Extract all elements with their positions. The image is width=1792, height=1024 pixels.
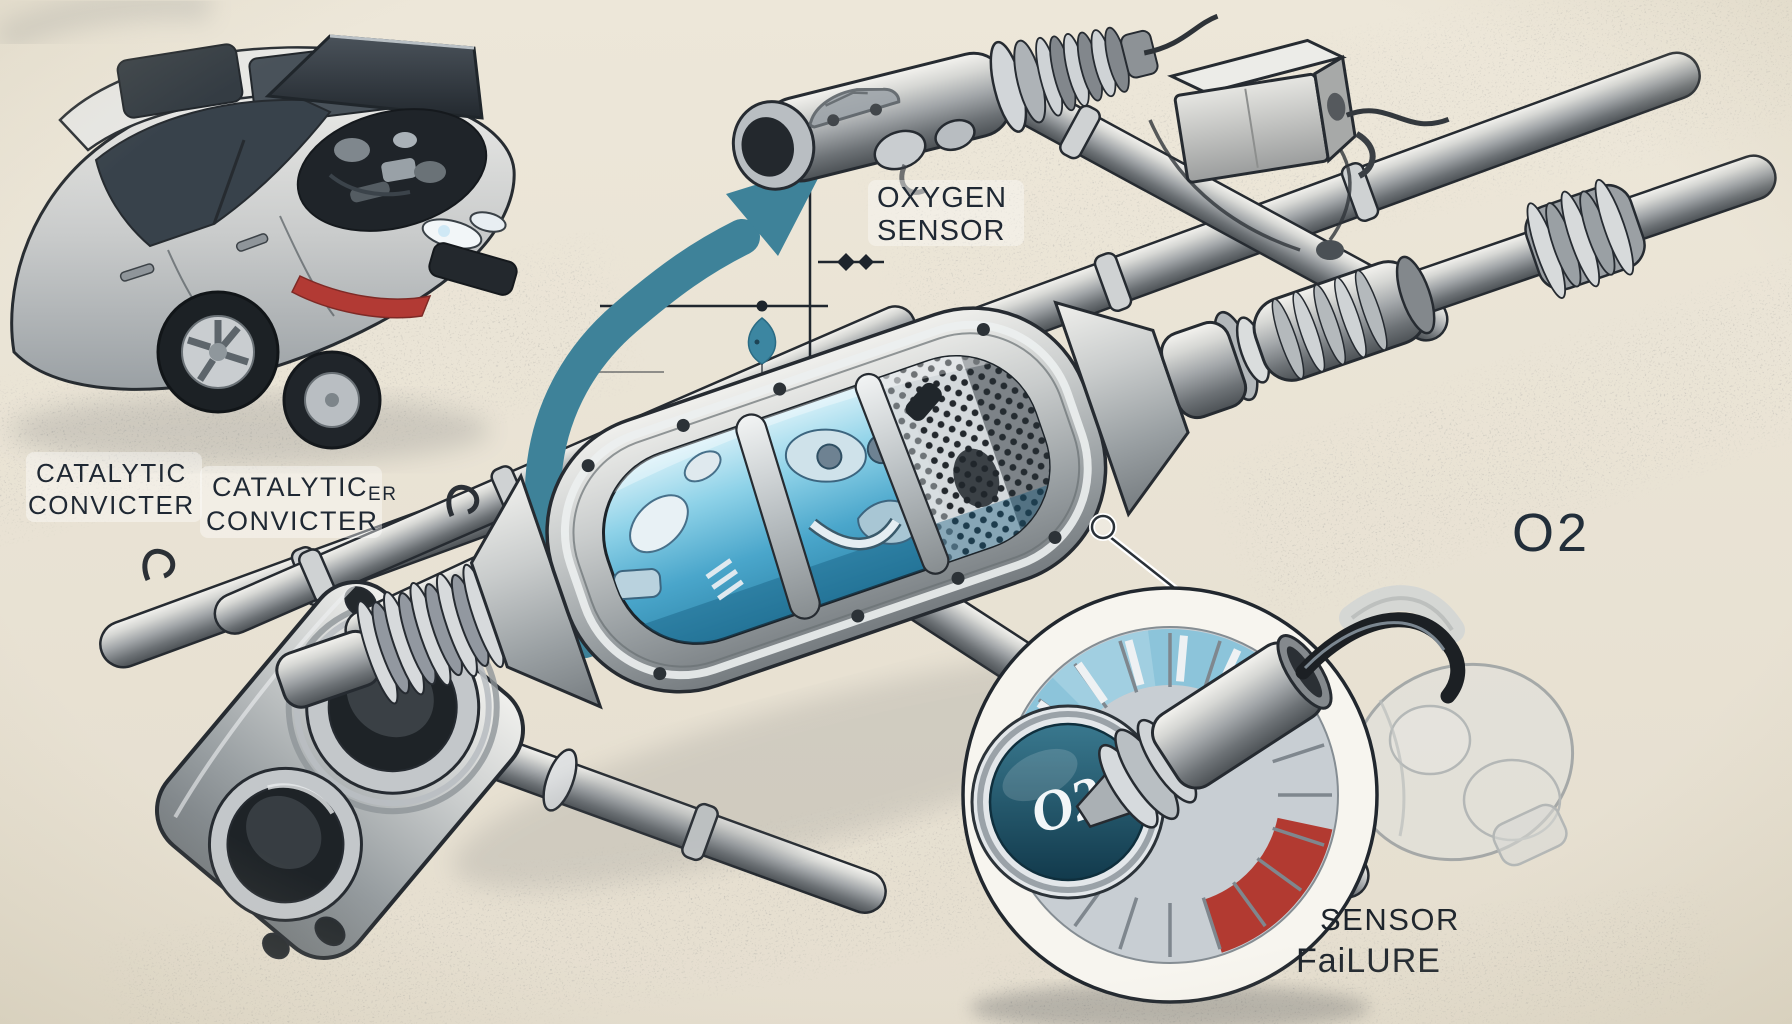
front-wheel (282, 350, 382, 450)
oxygen-label-line1: OXYGEN (877, 182, 1007, 214)
catalytic-left-line2: CONVICTER (28, 490, 195, 520)
catalytic-right-line1-suffix: ER (368, 484, 397, 505)
sensor-failure-line1: SENSOR (1320, 902, 1460, 937)
leaf-dot (754, 339, 760, 345)
oxygen-sensor-label: OXYGEN SENSOR (868, 180, 1024, 247)
catalytic-right-line1-main: CATALYTIC (212, 472, 368, 502)
oxygen-label-line2: SENSOR (877, 215, 1005, 247)
catalytic-right-line2: CONVICTER (206, 506, 379, 536)
dot-marker (756, 300, 768, 312)
catalytic-converter-label-right: CATALYTICER CONVICTER (200, 466, 397, 538)
sensor-failure-line2: FaiLURE (1296, 942, 1441, 980)
wire-connector-blob (1316, 240, 1344, 260)
headlight-glow (438, 225, 450, 237)
catalytic-converter-label-left: CATALYTIC CONVICTER (26, 452, 202, 522)
catalytic-left-line1: CATALYTIC (36, 458, 187, 488)
o2-pipe-label: O2 (1512, 503, 1590, 563)
rear-wheel (156, 290, 280, 414)
